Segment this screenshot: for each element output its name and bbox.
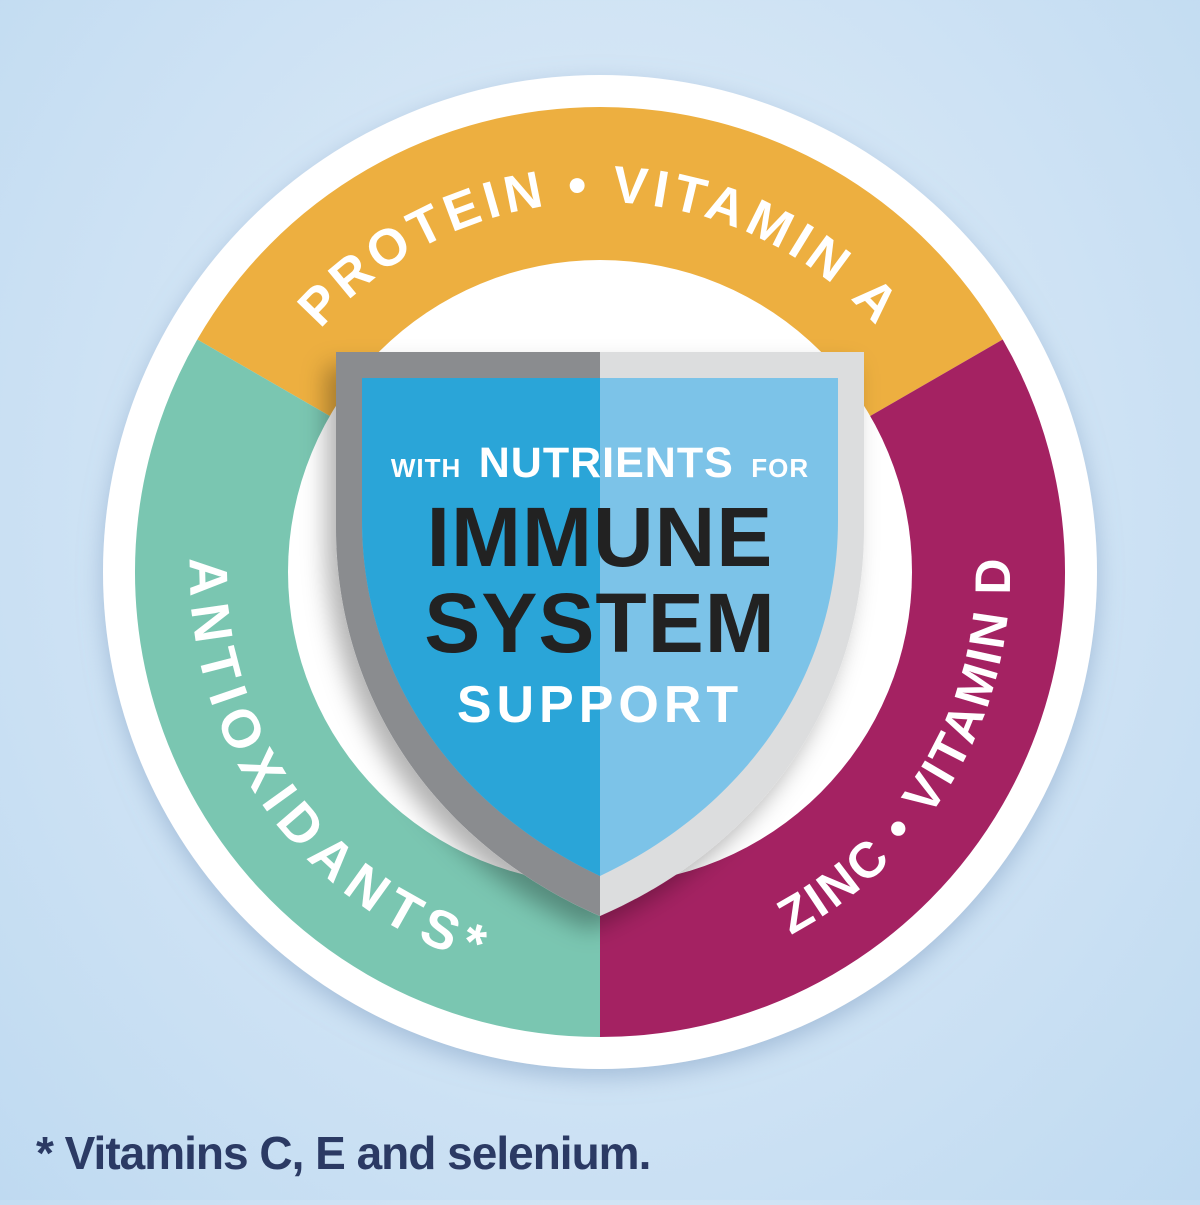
footnote-text: * Vitamins C, E and selenium. (36, 1127, 651, 1179)
shield-kicker-nutrients: NUTRIENTS (479, 439, 734, 487)
shield-line-system: SYSTEM (424, 576, 775, 670)
shield-line-immune: IMMUNE (427, 490, 774, 584)
shield-fill-left (362, 378, 600, 876)
shield-kicker-for: FOR (751, 453, 809, 483)
shield-kicker: WITH NUTRIENTS FOR (391, 439, 809, 487)
shield-line-support: SUPPORT (457, 676, 743, 734)
shield-icon: WITH NUTRIENTS FOR IMMUNE SYSTEM SUPPORT (336, 352, 864, 916)
shield-kicker-with: WITH (391, 453, 461, 483)
ring-segment-antioxidants (135, 339, 601, 1037)
ring-segment-zinc-vitamin-d (599, 339, 1065, 1037)
ring-segment-protein-vitamin-a (197, 106, 1003, 418)
